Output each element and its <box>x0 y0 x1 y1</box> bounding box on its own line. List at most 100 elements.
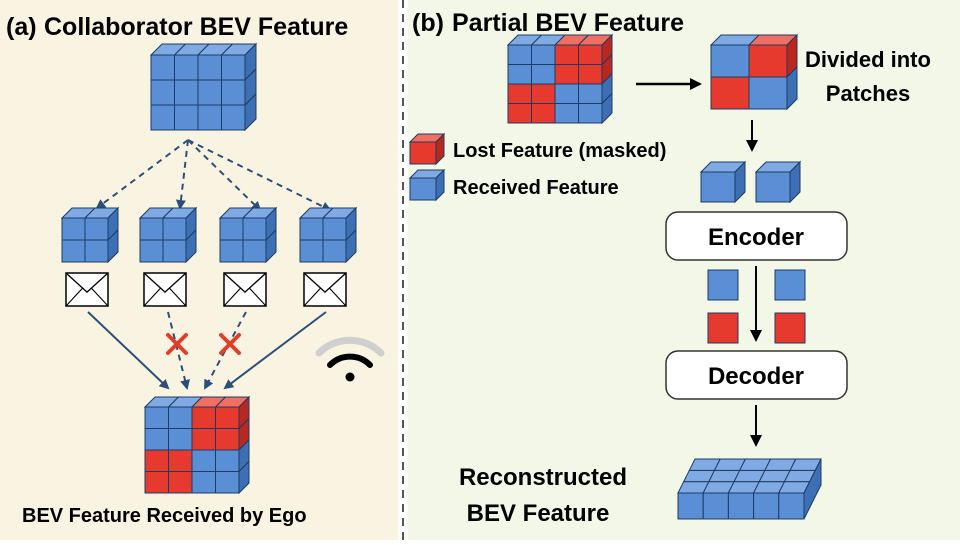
red-cross-icon <box>219 333 241 355</box>
envelope-fold <box>248 287 267 307</box>
dashed-fanout-arrow <box>187 139 262 212</box>
cube-front-cell <box>61 217 86 241</box>
cube-front-cell <box>144 428 169 451</box>
cube-front-cell <box>168 449 193 472</box>
cube-front-cell <box>197 104 222 131</box>
cube-front-cell <box>219 217 244 241</box>
cube-front-cell <box>531 83 556 104</box>
cube-front-cell <box>144 406 169 429</box>
cube-front-cell <box>150 79 175 106</box>
encoder-box <box>665 211 848 261</box>
cube-front-cell <box>84 239 109 263</box>
legend-received-label: Received Feature <box>453 177 619 199</box>
cube-front-cell <box>507 83 532 104</box>
slab-front-cell <box>727 492 755 520</box>
wifi-arc-outer <box>315 336 385 357</box>
wifi-arc-inner <box>327 353 373 368</box>
envelope-body <box>303 272 347 307</box>
decoder-label: Decoder <box>708 363 804 390</box>
dashed-fanout-arrow <box>175 139 189 210</box>
slab-front-cell <box>753 492 780 520</box>
received-patch-cube <box>754 160 802 204</box>
legend-received-cube <box>408 168 446 202</box>
cube-front-cell <box>554 83 579 104</box>
patch-cube <box>60 206 120 264</box>
legend-lost-cube <box>408 132 446 166</box>
envelope-fold <box>328 287 347 307</box>
output-label-line2: BEV Feature <box>467 500 610 527</box>
panel-a-caption: BEV Feature Received by Ego <box>22 505 307 527</box>
cube-front-cell <box>144 449 169 472</box>
cube-front-cell <box>531 64 556 85</box>
received-patch-cube <box>699 160 747 204</box>
delivered-arrow <box>223 311 327 390</box>
cube-front-cell <box>197 54 222 81</box>
cube-front-cell <box>162 239 187 263</box>
cube-front-cell <box>700 171 736 203</box>
envelope-flap <box>65 272 109 294</box>
cube-front-cell <box>174 54 199 81</box>
output-label-line1: Reconstructed <box>459 464 627 491</box>
cube-front-cell <box>554 64 579 85</box>
cube-front-cell <box>219 239 244 263</box>
lost-arrow <box>167 311 190 390</box>
latent-token-masked <box>707 312 739 344</box>
envelope-body <box>65 272 109 307</box>
cube-front-cell <box>748 44 788 78</box>
cube-front-cell <box>191 471 216 494</box>
cross-stroke <box>219 333 241 355</box>
patches-label-line2: Patches <box>826 81 910 106</box>
cube-front-cell <box>507 44 532 65</box>
collaborator-bev-cube <box>149 42 258 132</box>
slab-front-cell <box>778 492 805 520</box>
cube-front-cell <box>755 171 791 203</box>
cross-stroke <box>166 333 188 355</box>
cube-front-cell <box>150 54 175 81</box>
patch-cube <box>298 206 358 264</box>
cube-front-cell <box>168 406 193 429</box>
slab-front-cell <box>702 492 729 520</box>
envelope-body <box>143 272 187 307</box>
envelope-fold <box>223 287 242 307</box>
cube-front-cell <box>299 217 324 241</box>
reconstructed-bev-slab <box>677 458 822 520</box>
cube-front-cell <box>215 471 240 494</box>
wifi-dot <box>345 372 355 382</box>
panel-b-background <box>408 0 960 540</box>
panel-b-graphics <box>408 33 822 520</box>
cube-front-cell <box>139 217 164 241</box>
cube-front-cell <box>215 428 240 451</box>
cube-front-cell <box>409 141 437 165</box>
envelope-fold <box>303 287 322 307</box>
cube-front-cell <box>221 54 246 81</box>
patches-label-line1: Divided into <box>805 47 931 72</box>
cube-front-cell <box>554 103 579 124</box>
envelope-fold <box>143 287 162 307</box>
cube-front-cell <box>215 406 240 429</box>
cube-front-cell <box>191 406 216 429</box>
panel-b-tag: (b) <box>412 9 444 37</box>
dashed-fanout-arrow <box>187 139 332 211</box>
cube-front-cell <box>578 103 603 124</box>
cube-front-cell <box>84 217 109 241</box>
envelope-fold <box>90 287 109 307</box>
cube-front-cell <box>531 103 556 124</box>
cube-front-cell <box>168 471 193 494</box>
red-cross-icon <box>166 333 188 355</box>
envelope-body <box>223 272 267 307</box>
cube-front-cell <box>144 471 169 494</box>
cube-front-cell <box>322 239 347 263</box>
cube-front-cell <box>150 104 175 131</box>
cube-front-cell <box>139 239 164 263</box>
cube-front-cell <box>409 177 437 201</box>
legend-lost-label: Lost Feature (masked) <box>453 140 666 162</box>
cube-front-cell <box>710 44 750 78</box>
cube-front-cell <box>322 217 347 241</box>
envelope-icon <box>223 272 267 307</box>
cube-front-cell <box>578 64 603 85</box>
cube-front-cell <box>191 449 216 472</box>
slab-side-face <box>803 458 822 520</box>
divided-patches-cube <box>709 33 799 111</box>
